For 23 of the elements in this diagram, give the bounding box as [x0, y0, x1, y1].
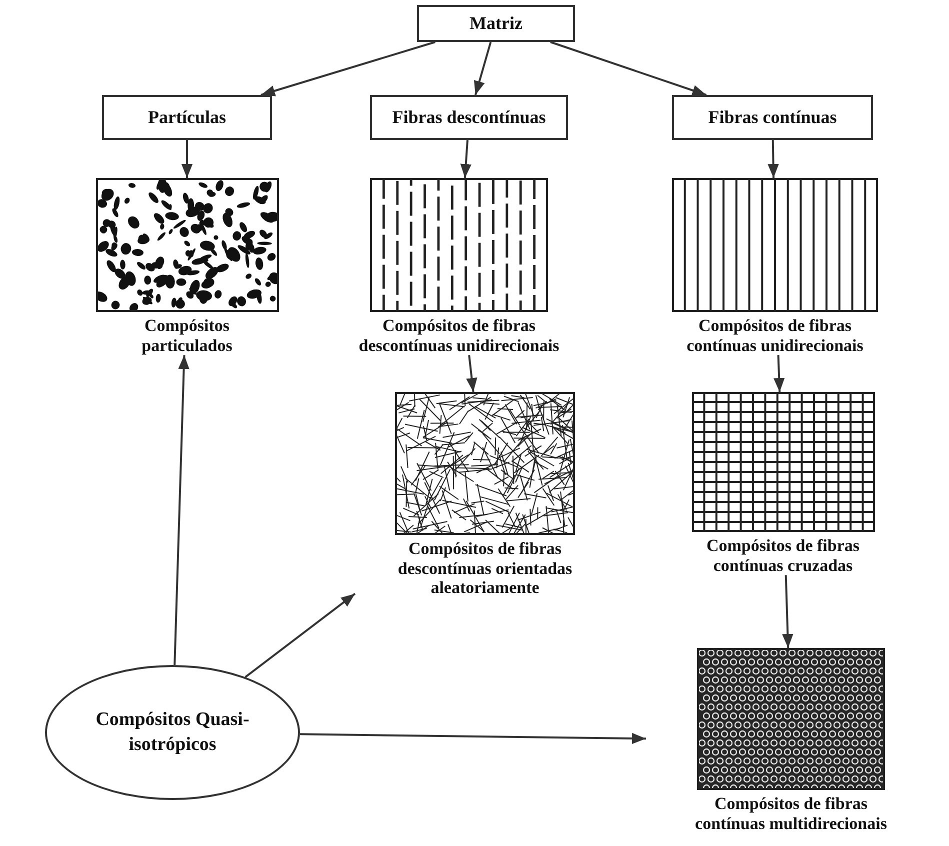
- arrow: [260, 41, 436, 96]
- arrow: [782, 575, 794, 648]
- arrow: [768, 140, 779, 178]
- category-box: Fibras descontínuas: [370, 95, 568, 140]
- category-box: Fibras contínuas: [672, 95, 873, 140]
- category-box: Matriz: [417, 5, 575, 42]
- ellipse-node: Compósitos Quasi-isotrópicos: [45, 665, 300, 800]
- arrow: [300, 732, 646, 744]
- picture-caption: Compósitos de fibras descontínuas orientadas aleatoriamente: [396, 539, 574, 598]
- arrow: [460, 140, 472, 178]
- arrow: [774, 355, 785, 392]
- category-box: Partículas: [102, 95, 272, 140]
- picture-caption: Compósitos de fibras contínuas unidirecionais: [686, 316, 864, 356]
- arrow: [550, 41, 707, 96]
- arrow: [244, 592, 356, 678]
- picture-caption: Compósitos de fibras contínuas multidirecionais: [694, 794, 888, 834]
- arrow: [474, 42, 492, 96]
- arrow: [181, 140, 193, 178]
- picture-caption: Compósitos de fibras descontínuas unidirecionais: [358, 316, 560, 356]
- picture-caption: Compósitos de fibras contínuas cruzadas: [705, 536, 860, 576]
- picture-caption: Compósitos particulados: [140, 316, 234, 356]
- arrow: [174, 355, 190, 666]
- arrow: [466, 354, 478, 392]
